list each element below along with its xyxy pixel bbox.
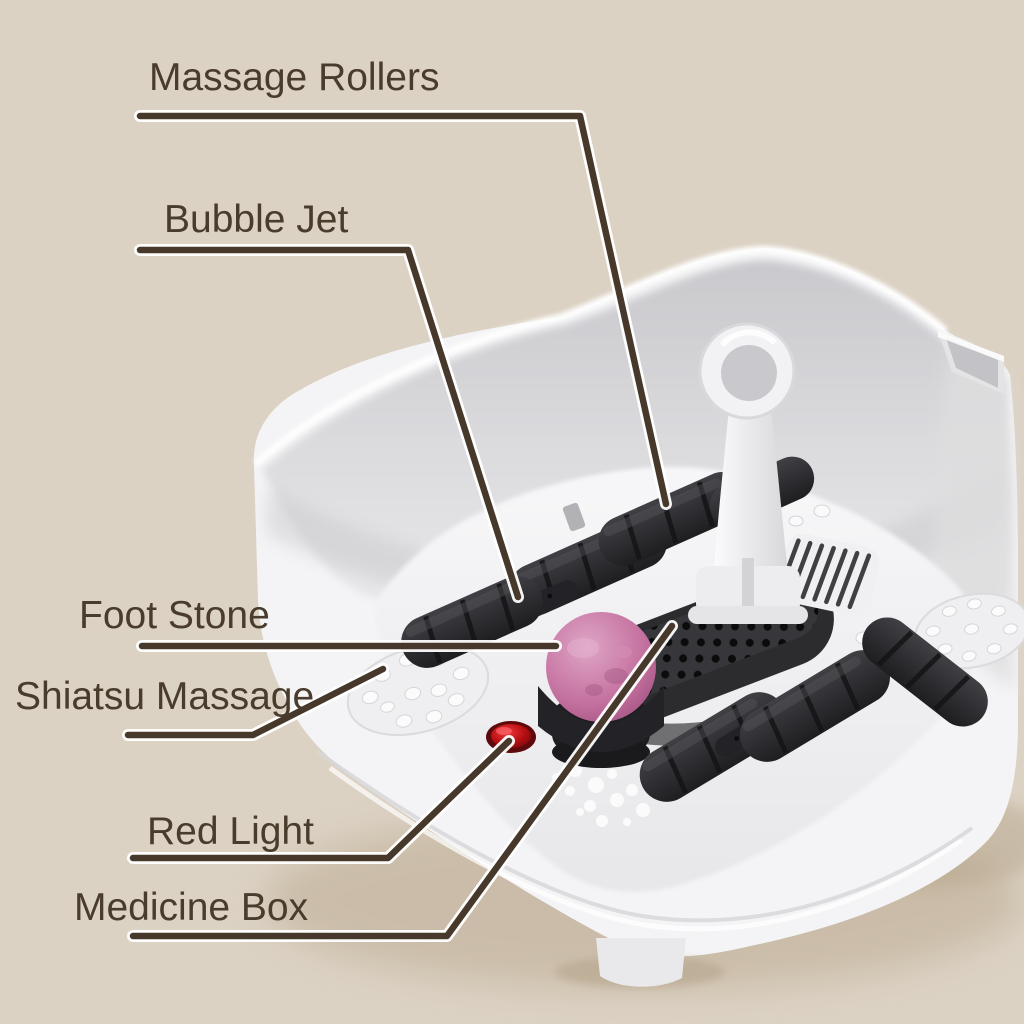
label-foot-stone: Foot Stone [79, 594, 270, 637]
massage-roller [862, 617, 988, 727]
label-bubble-jet: Bubble Jet [164, 198, 349, 241]
leader-line-bubble-jet [134, 244, 524, 603]
basin-inner-wall [262, 260, 1009, 650]
handle-base-plate [688, 606, 808, 624]
leader-line-massage-rollers [134, 110, 672, 510]
carry-handle [688, 322, 808, 624]
handle-stem [713, 408, 789, 584]
label-massage-rollers: Massage Rollers [149, 56, 440, 99]
foot-stone [538, 612, 664, 768]
leader-line-shiatsu-massage [122, 663, 389, 741]
label-red-light: Red Light [147, 810, 314, 853]
label-shiatsu-massage: Shiatsu Massage [15, 675, 315, 718]
massage-roller [739, 650, 891, 762]
rim-notch [938, 331, 1004, 394]
label-medicine-box: Medicine Box [74, 886, 309, 929]
leader-line-red-light [127, 735, 515, 864]
basin-foot [555, 938, 725, 988]
shiatsu-disc-right [913, 592, 1024, 670]
leader-line-medicine-box [127, 620, 678, 942]
front-rim-highlight [328, 765, 964, 932]
floor-slot [562, 502, 586, 532]
basin-rim-highlight [253, 245, 949, 467]
front-rim-shade [316, 750, 974, 923]
foot-stone-cup [538, 686, 664, 752]
